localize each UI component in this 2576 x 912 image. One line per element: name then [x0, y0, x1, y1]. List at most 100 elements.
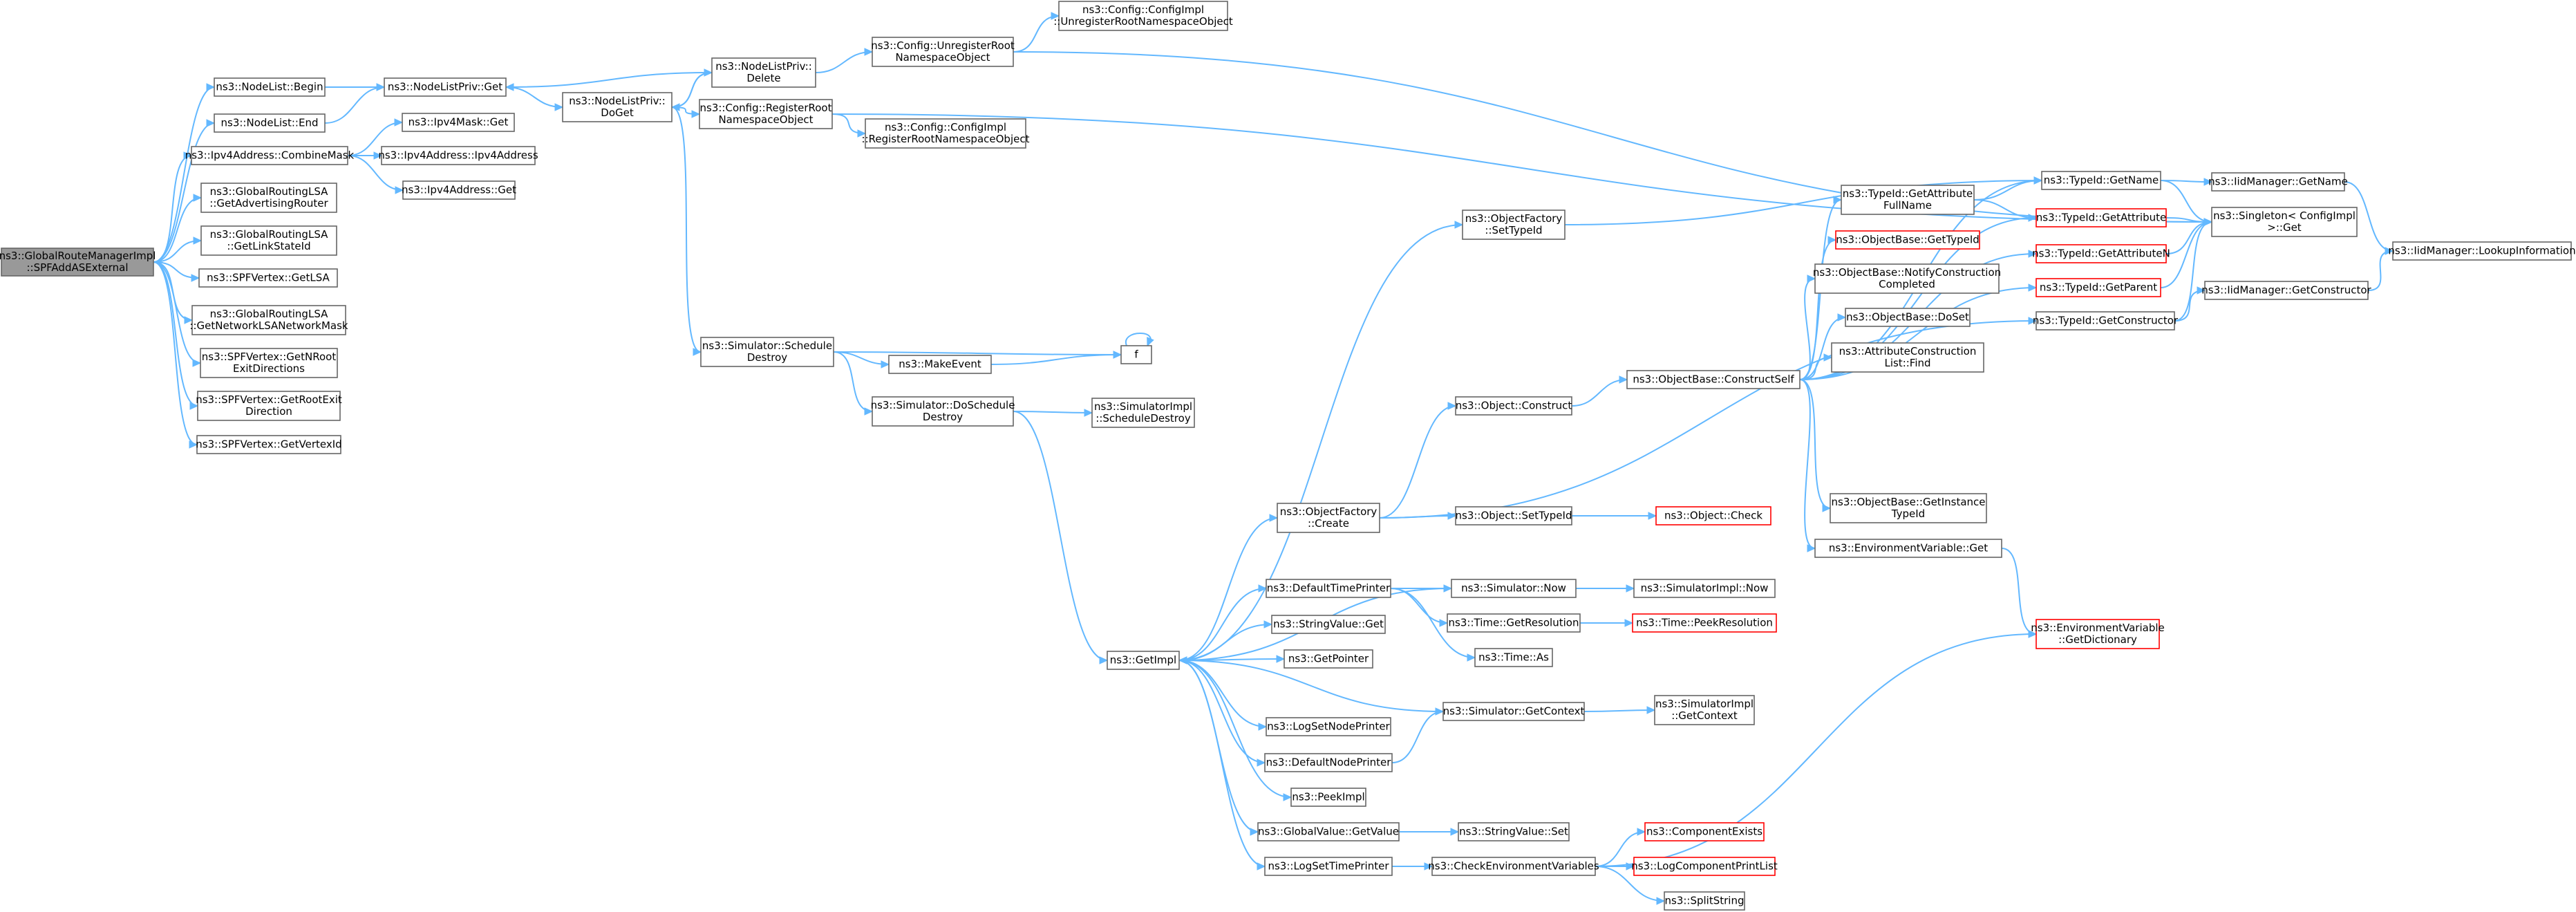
node-label: ns3::TypeId::GetAttribute	[1843, 187, 1973, 200]
function-node-defaulttimeprinter[interactable]: ns3::DefaultTimePrinter	[1266, 579, 1391, 598]
function-node-defaultnode[interactable]: ns3::DefaultNodePrinter	[1264, 753, 1393, 772]
function-node-ipv4-ctor[interactable]: ns3::Ipv4Address::Ipv4Address	[378, 146, 538, 165]
function-node-time-getres[interactable]: ns3::Time::GetResolution	[1447, 613, 1581, 633]
function-node-nl-begin[interactable]: ns3::NodeList::Begin	[214, 77, 326, 97]
function-node-cfg-unreg[interactable]: ns3::Config::UnregisterRootNamespaceObje…	[871, 37, 1015, 67]
function-node-nlp-get[interactable]: ns3::NodeListPriv::Get	[384, 77, 507, 97]
function-node-singleton-get[interactable]: ns3::Singleton< ConfigImpl>::Get	[2211, 207, 2358, 237]
node-label: ns3::Ipv4Address::Get	[402, 184, 516, 196]
edge-time-getres-to-time-peekres	[1579, 619, 1634, 627]
function-node-lsa-link[interactable]: ns3::GlobalRoutingLSA::GetLinkStateId	[200, 225, 337, 256]
function-node-obj-construct[interactable]: ns3::Object::Construct	[1455, 396, 1572, 416]
edge-f-to-f	[1125, 333, 1154, 347]
node-box	[200, 225, 337, 256]
function-node-peekimpl[interactable]: ns3::PeekImpl	[1290, 788, 1366, 807]
node-label: ns3::IidManager::GetName	[2208, 176, 2348, 188]
function-node-obj-settypeid[interactable]: ns3::Object::SetTypeId	[1455, 506, 1572, 525]
function-node-iid-getctor[interactable]: ns3::IidManager::GetConstructor	[2201, 281, 2372, 300]
function-node-tid-getctor[interactable]: ns3::TypeId::GetConstructor	[2033, 311, 2179, 331]
function-node-cfgimpl-unreg[interactable]: ns3::Config::ConfigImpl::UnregisterRootN…	[1053, 1, 1233, 31]
function-node-tid-getparent[interactable]: ns3::TypeId::GetParent	[2036, 278, 2161, 297]
function-node-envvar-get[interactable]: ns3::EnvironmentVariable::Get	[1814, 539, 2002, 558]
function-node-logcompprint[interactable]: ns3::LogComponentPrintList	[1631, 857, 1778, 876]
function-node-logsetnode[interactable]: ns3::LogSetNodePrinter	[1266, 717, 1391, 736]
function-node-of-settypeid[interactable]: ns3::ObjectFactory::SetTypeId	[1462, 210, 1566, 240]
function-node-lsa-adv[interactable]: ns3::GlobalRoutingLSA::GetAdvertisingRou…	[200, 183, 337, 213]
function-node-getimpl[interactable]: ns3::GetImpl	[1107, 651, 1180, 670]
node-box	[1058, 1, 1228, 31]
edge-tid-getattrfull-to-tid-getname	[1973, 176, 2043, 201]
function-node-sim-now[interactable]: ns3::Simulator::Now	[1451, 579, 1577, 598]
function-node-iid-getname[interactable]: ns3::IidManager::GetName	[2208, 172, 2348, 192]
function-node-tid-getname[interactable]: ns3::TypeId::GetName	[2041, 171, 2161, 190]
function-node-ob-doset[interactable]: ns3::ObjectBase::DoSet	[1845, 308, 1971, 327]
function-node-compexists[interactable]: ns3::ComponentExists	[1644, 822, 1765, 841]
function-node-tid-getattrn[interactable]: ns3::TypeId::GetAttributeN	[2032, 244, 2170, 263]
function-node-f[interactable]: f	[1120, 345, 1152, 364]
function-node-makeevent[interactable]: ns3::MakeEvent	[888, 355, 992, 374]
function-node-nl-end[interactable]: ns3::NodeList::End	[214, 113, 326, 133]
edge-iid-getctor-to-iid-lookup	[2367, 247, 2394, 291]
edge-root-to-spf-vid	[153, 261, 198, 449]
node-label: List::Find	[1884, 357, 1930, 369]
function-node-nlp-doget[interactable]: ns3::NodeListPriv::DoGet	[562, 92, 673, 122]
function-node-stringvalue-get[interactable]: ns3::StringValue::Get	[1271, 615, 1386, 634]
function-node-simimpl-getctx[interactable]: ns3::SimulatorImpl::GetContext	[1654, 695, 1755, 725]
function-node-of-create[interactable]: ns3::ObjectFactory::Create	[1277, 503, 1380, 533]
node-label: ns3::Ipv4Mask::Get	[408, 116, 509, 129]
function-node-envvar-dict[interactable]: ns3::EnvironmentVariable::GetDictionary	[2031, 619, 2165, 649]
edge-gv-getvalue-to-sv-set	[1399, 828, 1460, 836]
node-label: ns3::TypeId::GetAttribute	[2036, 212, 2166, 224]
function-node-sv-set[interactable]: ns3::StringValue::Set	[1458, 822, 1570, 841]
function-node-ob-notify[interactable]: ns3::ObjectBase::NotifyConstructionCompl…	[1813, 263, 2001, 294]
edge-tid-getctor-to-iid-getctor	[2174, 286, 2206, 322]
function-node-obj-check[interactable]: ns3::Object::Check	[1655, 506, 1771, 525]
node-box	[1455, 506, 1572, 525]
function-node-ipv4-get[interactable]: ns3::Ipv4Address::Get	[402, 180, 516, 200]
edge-of-create-to-obj-construct	[1379, 402, 1457, 519]
function-node-gv-getvalue[interactable]: ns3::GlobalValue::GetValue	[1257, 822, 1400, 841]
function-node-tid-getattr[interactable]: ns3::TypeId::GetAttribute	[2036, 208, 2167, 227]
function-node-cfg-reg[interactable]: ns3::Config::RegisterRootNamespaceObject	[699, 99, 833, 129]
function-node-splitstring[interactable]: ns3::SplitString	[1664, 891, 1745, 911]
function-node-spf-getlsa[interactable]: ns3::SPFVertex::GetLSA	[198, 268, 338, 288]
edge-getimpl-to-defaultnode	[1178, 660, 1266, 767]
function-node-lsa-mask[interactable]: ns3::GlobalRoutingLSA::GetNetworkLSANetw…	[189, 305, 348, 335]
node-label: ns3::NodeListPriv::	[715, 60, 812, 73]
function-node-spf-vid[interactable]: ns3::SPFVertex::GetVertexId	[196, 435, 342, 454]
function-node-mask-get[interactable]: ns3::Ipv4Mask::Get	[402, 113, 515, 132]
function-node-checkenv[interactable]: ns3::CheckEnvironmentVariables	[1428, 857, 1599, 876]
function-node-ob-constructself[interactable]: ns3::ObjectBase::ConstructSelf	[1626, 370, 1801, 389]
function-node-simimpl-now[interactable]: ns3::SimulatorImpl::Now	[1633, 579, 1776, 598]
node-box	[699, 99, 833, 129]
node-box	[1633, 579, 1776, 598]
function-node-sim-getctx[interactable]: ns3::Simulator::GetContext	[1442, 702, 1585, 721]
function-node-cfgimpl-reg[interactable]: ns3::Config::ConfigImpl::RegisterRootNam…	[862, 118, 1030, 149]
function-node-sim-schedule[interactable]: ns3::Simulator::ScheduleDestroy	[700, 337, 834, 367]
function-node-root[interactable]: ns3::GlobalRouteManagerImpl::SPFAddASExt…	[0, 248, 156, 277]
function-node-simimpl-sched[interactable]: ns3::SimulatorImpl::ScheduleDestroy	[1091, 398, 1195, 428]
function-node-iid-lookup[interactable]: ns3::IidManager::LookupInformation	[2388, 241, 2576, 261]
node-box	[2041, 171, 2161, 190]
function-node-ob-gettypeid[interactable]: ns3::ObjectBase::GetTypeId	[1835, 230, 1980, 250]
node-label: ns3::GlobalValue::GetValue	[1258, 826, 1399, 838]
function-node-nlp-delete[interactable]: ns3::NodeListPriv::Delete	[711, 57, 816, 88]
function-node-ipv4-combine[interactable]: ns3::Ipv4Address::CombineMask	[185, 146, 355, 165]
function-node-time-peekres[interactable]: ns3::Time::PeekResolution	[1632, 613, 1777, 633]
function-node-logsettime[interactable]: ns3::LogSetTimePrinter	[1264, 857, 1393, 876]
function-node-getpointer[interactable]: ns3::GetPointer	[1284, 649, 1373, 669]
node-box	[384, 77, 507, 97]
node-box	[1632, 613, 1777, 633]
node-box	[402, 113, 515, 132]
node-label: ::GetDictionary	[2058, 633, 2137, 646]
node-label: ns3::NodeListPriv::Get	[388, 81, 502, 93]
function-node-time-as[interactable]: ns3::Time::As	[1474, 648, 1553, 667]
